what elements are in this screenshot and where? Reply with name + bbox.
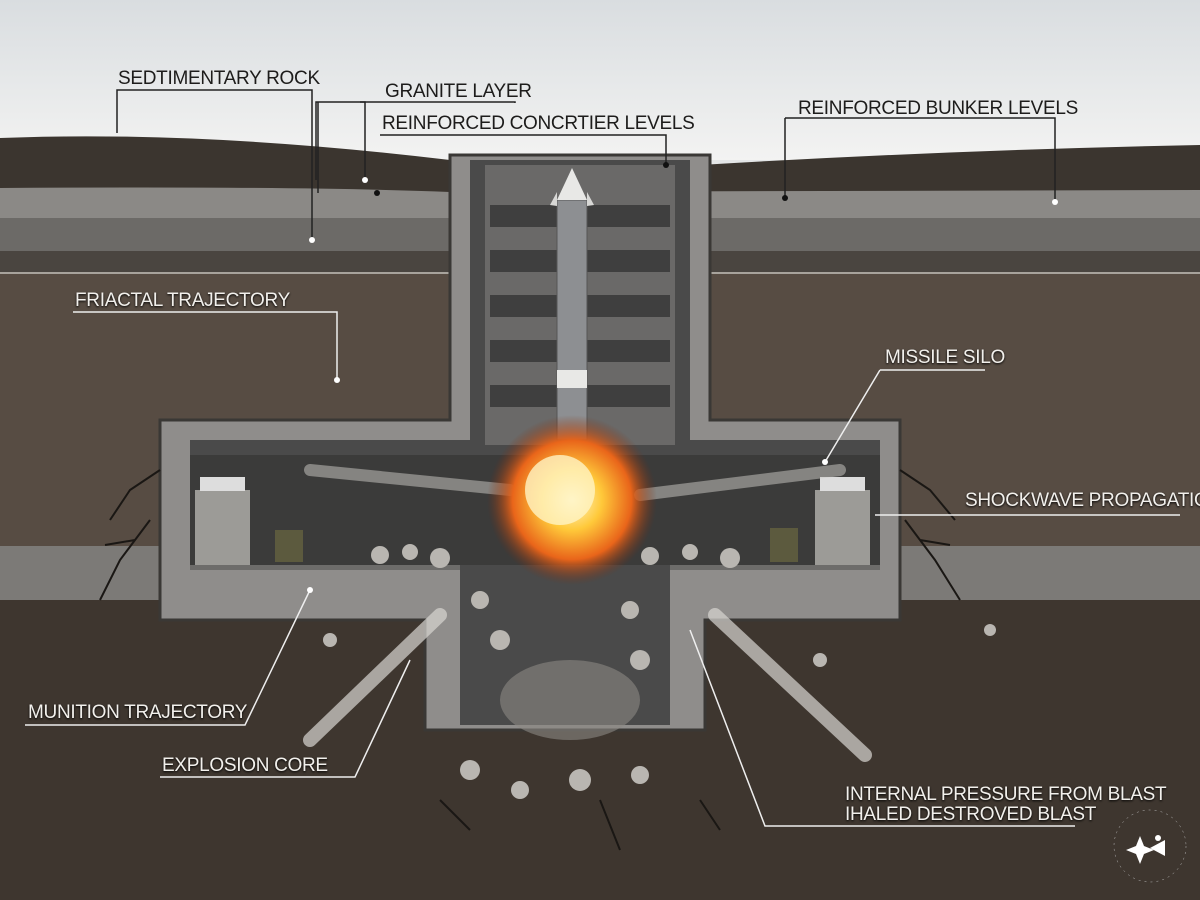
leader-lines	[25, 89, 1180, 827]
label-missile-silo: MISSILE SILO	[885, 347, 1005, 368]
label-shockwave-propagation: SHOCKWAVE PROPAGATION	[965, 490, 1200, 511]
label-ihaled-destroyed-blast: IHALED DESTROVED BLAST	[845, 804, 1097, 825]
label-granite-layer: GRANITE LAYER	[385, 81, 532, 102]
missile	[550, 168, 594, 441]
cracks	[99, 469, 961, 851]
sky	[0, 0, 1200, 160]
label-reinforced-bunker-levels: REINFORCED BUNKER LEVELS	[798, 98, 1078, 119]
ai-generated-watermark	[1113, 809, 1187, 883]
smoke-jets	[303, 464, 872, 762]
label-reinforced-concrete-levels: REINFORCED CONCRTIER LEVELS	[382, 113, 695, 134]
label-sedimentary-rock: SEDTIMENTARY ROCK	[118, 68, 320, 89]
label-fractal-trajectory: FRIACTAL TRAJECTORY	[75, 290, 290, 311]
debris	[323, 544, 996, 799]
label-internal-pressure: INTERNAL PRESSURE FROM BLAST	[845, 784, 1167, 805]
explosion-core	[487, 415, 657, 585]
label-explosion-core: EXPLOSION CORE	[162, 755, 328, 776]
equipment	[195, 477, 870, 565]
label-munition-trajectory: MUNITION TRAJECTORY	[28, 702, 248, 723]
